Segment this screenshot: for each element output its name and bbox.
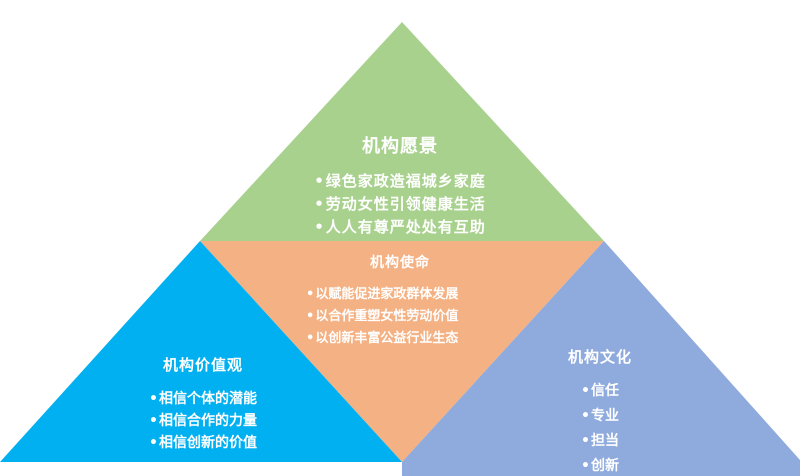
vision-item: 劳动女性引领健康生活 [280,193,520,216]
mission-title: 机构使命 [370,255,430,271]
values-list: 相信个体的潜能 相信合作的力量 相信创新的价值 [118,388,288,454]
mission-list: 以赋能促进家政群体发展 以合作重塑女性劳动价值 以创新丰富公益行业生态 [290,284,510,350]
vision-item: 绿色家政造福城乡家庭 [280,170,520,193]
values-title: 机构价值观 [162,356,243,374]
values-item: 相信个体的潜能 [118,388,288,410]
values-item: 相信创新的价值 [118,432,288,454]
mission-item: 以赋能促进家政群体发展 [290,284,510,306]
mission-item: 以创新丰富公益行业生态 [290,328,510,350]
mission-item: 以合作重塑女性劳动价值 [290,306,510,328]
culture-title: 机构文化 [567,348,632,366]
vision-block: 机构愿景 绿色家政造福城乡家庭 劳动女性引领健康生活 人人有尊严处处有互助 [280,132,520,239]
vision-title: 机构愿景 [362,136,438,157]
culture-block: 机构文化 信任 专业 担当 创新 [540,346,660,476]
vision-item: 人人有尊严处处有互助 [280,216,520,239]
culture-item: 信任 [540,379,660,404]
culture-item: 担当 [540,429,660,454]
values-triangle [0,241,402,462]
culture-triangle [402,241,800,476]
mission-block: 机构使命 以赋能促进家政群体发展 以合作重塑女性劳动价值 以创新丰富公益行业生态 [290,252,510,350]
culture-item: 创新 [540,454,660,476]
culture-item: 专业 [540,404,660,429]
culture-list: 信任 专业 担当 创新 [540,379,660,476]
values-item: 相信合作的力量 [118,410,288,432]
vision-list: 绿色家政造福城乡家庭 劳动女性引领健康生活 人人有尊严处处有互助 [280,170,520,239]
values-block: 机构价值观 相信个体的潜能 相信合作的力量 相信创新的价值 [118,354,288,454]
